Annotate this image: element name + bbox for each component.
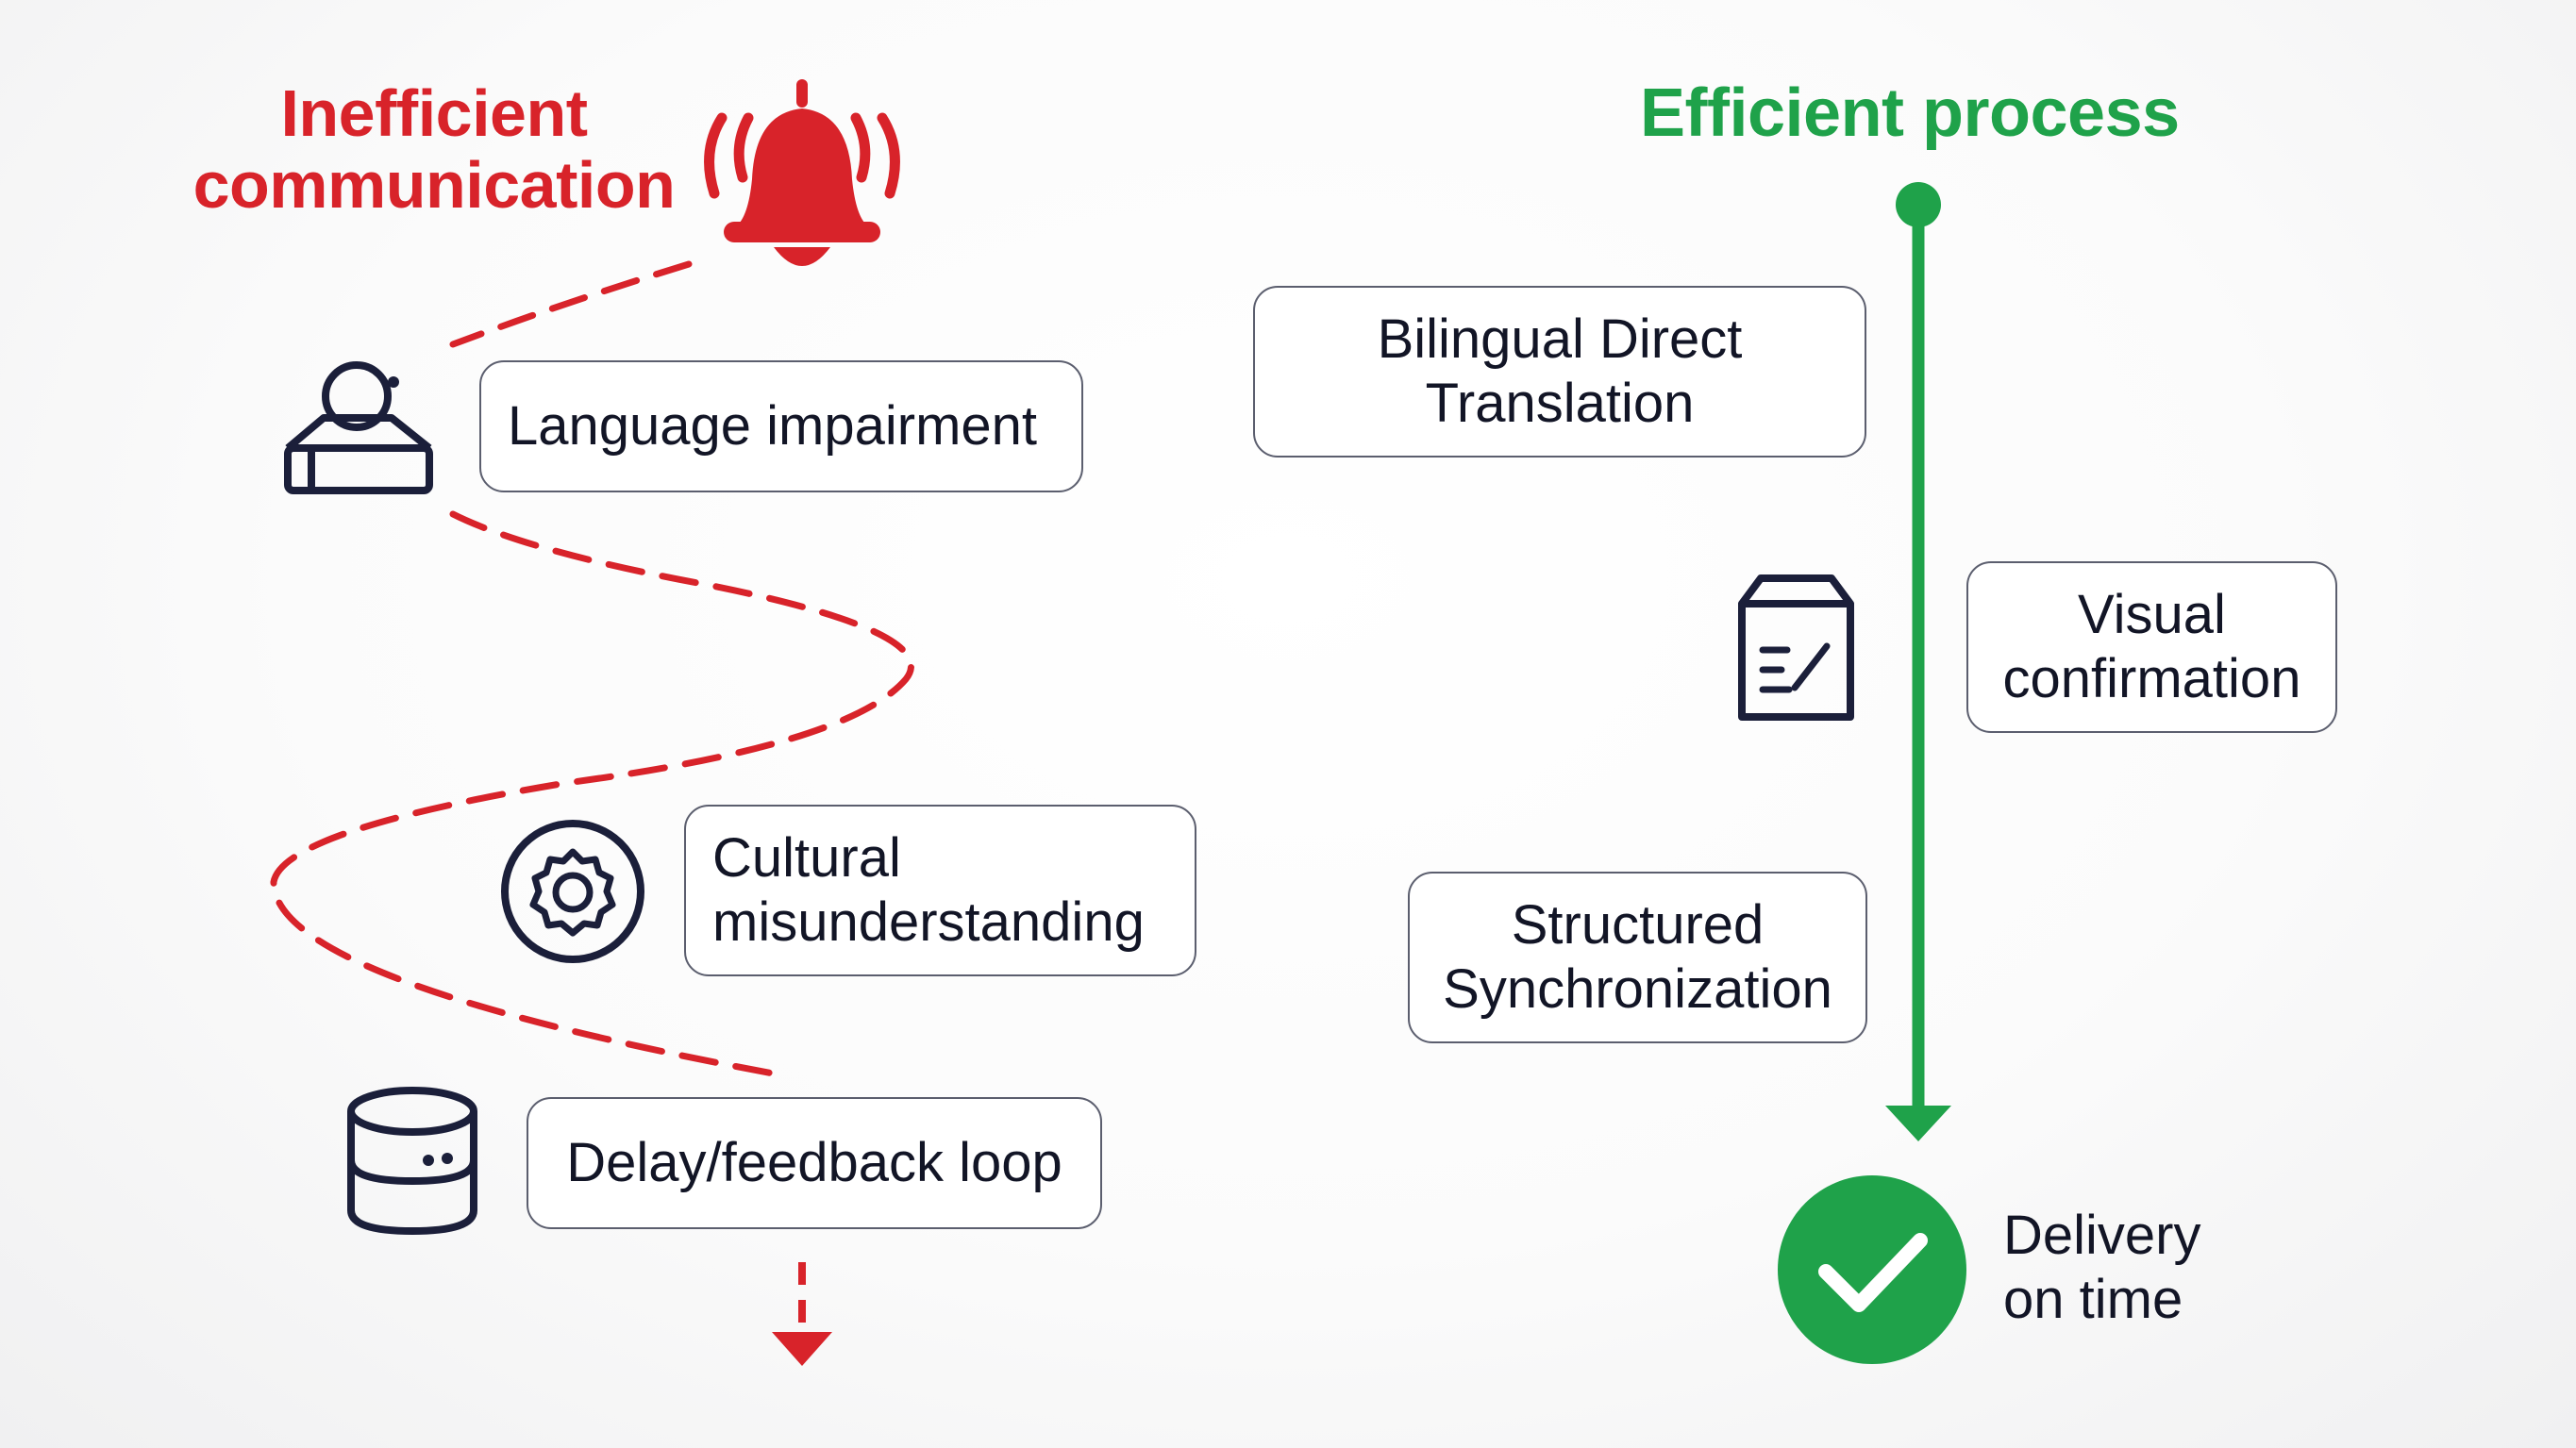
clipboard-edit-icon xyxy=(1738,574,1854,721)
step-delay-feedback-loop: Delay/feedback loop xyxy=(527,1097,1102,1229)
delivery-line2: on time xyxy=(2003,1269,2183,1330)
step-visual-line2: confirmation xyxy=(2002,648,2301,709)
step-structured-line1: Structured xyxy=(1511,894,1765,956)
step-cultural-line2: misunderstanding xyxy=(712,891,1145,953)
step-language-impairment-label: Language impairment xyxy=(508,395,1038,457)
efficient-arrow-head xyxy=(1885,1106,1951,1141)
step-delay-label: Delay/feedback loop xyxy=(566,1132,1062,1193)
step-cultural-line1: Cultural xyxy=(712,827,901,889)
inefficient-title-line1: Inefficient xyxy=(280,76,588,150)
step-bilingual-line1: Bilingual Direct xyxy=(1377,308,1743,370)
step-visual-confirmation: Visual confirmation xyxy=(1966,561,2337,733)
gear-icon xyxy=(501,820,644,963)
delivery-on-time-label: Delivery on time xyxy=(2003,1204,2286,1332)
inefficient-title: Inefficient communication xyxy=(179,77,689,221)
step-cultural-misunderstanding: Cultural misunderstanding xyxy=(684,805,1196,976)
person-icon xyxy=(284,361,433,494)
delivery-line1: Delivery xyxy=(2003,1205,2201,1266)
step-bilingual-line2: Translation xyxy=(1425,373,1695,434)
efficient-title: Efficient process xyxy=(1640,75,2180,151)
check-circle-icon xyxy=(1778,1175,1966,1364)
step-bilingual-direct-translation: Bilingual Direct Translation xyxy=(1253,286,1866,458)
bell-alert-icon xyxy=(704,79,900,266)
database-icon xyxy=(347,1087,477,1236)
inefficient-dashed-path xyxy=(449,260,693,348)
inefficient-dashed-curve xyxy=(270,510,914,1079)
step-structured-synchronization: Structured Synchronization xyxy=(1408,872,1867,1043)
step-visual-line1: Visual xyxy=(2078,584,2226,645)
step-language-impairment: Language impairment xyxy=(479,360,1083,492)
inefficient-title-line2: communication xyxy=(192,148,676,222)
step-structured-line2: Synchronization xyxy=(1443,958,1832,1020)
inefficient-down-arrow-head xyxy=(772,1332,832,1366)
